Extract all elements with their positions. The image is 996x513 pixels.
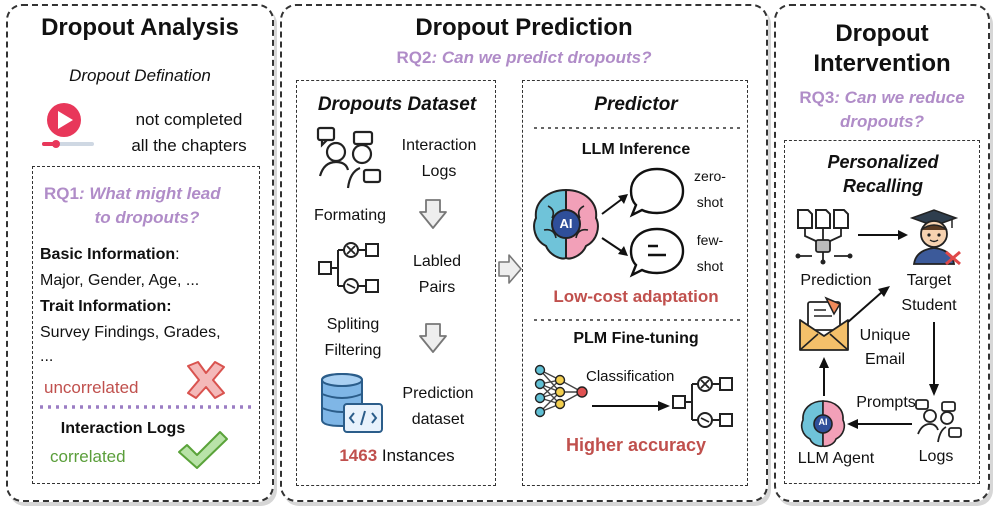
labled-text-2: Pairs bbox=[418, 279, 456, 296]
prediction-title: Dropout Prediction bbox=[415, 14, 633, 41]
chat-people-icon bbox=[316, 126, 382, 189]
filtering-label: Filtering bbox=[324, 342, 382, 359]
logs-chat-icon bbox=[915, 399, 962, 443]
neural-network-icon bbox=[534, 364, 588, 418]
definition-text-2: all the chapters bbox=[131, 136, 247, 155]
predictor-divider-2 bbox=[534, 319, 740, 321]
check-icon bbox=[178, 431, 228, 469]
basic-info-label: Basic Information bbox=[40, 246, 176, 263]
instances-label: Instances bbox=[377, 446, 455, 465]
recall-title-1: Personalized bbox=[827, 152, 939, 172]
rq1-question: : What might lead bbox=[78, 184, 221, 203]
llm-agent-brain-icon bbox=[800, 400, 846, 448]
interaction-logs-label: Interaction Logs bbox=[60, 420, 186, 437]
rq1-label: RQ1 bbox=[44, 184, 79, 203]
logs-label: Logs bbox=[918, 448, 954, 465]
rq3-label: RQ3 bbox=[799, 88, 835, 107]
intervention-title-1: Dropout bbox=[835, 20, 929, 47]
plm-finetuning-label: PLM Fine-tuning bbox=[573, 330, 699, 347]
predictor-box bbox=[522, 80, 748, 486]
arrow-prediction-to-student bbox=[858, 230, 908, 240]
rq1-line-1: RQ1: What might lead bbox=[44, 184, 258, 204]
labled-text-1: Labled bbox=[412, 253, 462, 270]
down-arrow-2-icon bbox=[419, 323, 447, 353]
definition-text-1: not completed bbox=[135, 110, 243, 129]
right-arrow-icon bbox=[498, 254, 522, 284]
trait-info-items: Survey Findings, Grades, bbox=[40, 324, 221, 341]
prediction-docs-icon bbox=[795, 209, 853, 265]
few-shot-text-1: few- bbox=[696, 232, 724, 248]
inference-arrows bbox=[601, 194, 628, 256]
instances-count: 1463 bbox=[339, 446, 378, 465]
spliting-label: Spliting bbox=[326, 316, 380, 333]
classification-arrow bbox=[592, 401, 670, 411]
rq1-box bbox=[32, 166, 260, 484]
interaction-text-1: Interaction bbox=[401, 137, 477, 154]
llm-agent-label: LLM Agent bbox=[797, 450, 875, 467]
instances-line: 1463 Instances bbox=[296, 446, 498, 466]
divider-line bbox=[40, 405, 254, 409]
target-text-2: Student bbox=[901, 297, 957, 314]
dataset-title: Dropouts Dataset bbox=[317, 94, 477, 115]
higher-accuracy-label: Higher accuracy bbox=[565, 435, 707, 455]
formating-label: Formating bbox=[314, 207, 387, 224]
prompts-label: Prompts bbox=[856, 394, 916, 411]
arrow-logs-to-agent bbox=[847, 419, 912, 429]
analysis-title: Dropout Analysis bbox=[41, 14, 239, 41]
recall-title-2: Recalling bbox=[842, 176, 924, 196]
basic-info: Basic Information: bbox=[40, 246, 180, 264]
ai-badge-label: AI bbox=[559, 216, 573, 231]
zero-shot-text-1: zero- bbox=[694, 168, 726, 184]
arrow-agent-to-email bbox=[819, 357, 829, 396]
unique-text-1: Unique bbox=[859, 327, 911, 344]
trait-info-more: ... bbox=[40, 348, 54, 365]
video-play-icon bbox=[42, 103, 94, 148]
low-cost-label: Low-cost adaptation bbox=[553, 287, 719, 306]
predictor-title: Predictor bbox=[594, 94, 678, 115]
intervention-title-2: Intervention bbox=[813, 50, 951, 77]
rq2-question: RQ2: Can we predict dropouts? bbox=[280, 48, 768, 68]
correlated-label: correlated bbox=[50, 447, 126, 466]
interaction-text-2: Logs bbox=[421, 163, 457, 180]
arrow-student-to-logs bbox=[929, 322, 939, 396]
few-shot-text-2: shot bbox=[696, 258, 724, 274]
down-arrow-1-icon bbox=[419, 199, 447, 229]
target-text-1: Target bbox=[906, 272, 952, 289]
rq3-line-2: dropouts? bbox=[839, 112, 925, 131]
definition-heading: Dropout Defination bbox=[69, 66, 211, 85]
prediction-dataset-text-1: Prediction bbox=[402, 385, 474, 402]
email-icon bbox=[799, 296, 849, 351]
rq1-line-2: to dropouts? bbox=[94, 208, 200, 227]
prediction-dataset-text-2: dataset bbox=[411, 411, 465, 428]
flowchart-icon bbox=[318, 242, 379, 294]
rq2-label: RQ2 bbox=[396, 48, 432, 67]
few-shot-bubble-icon bbox=[629, 227, 685, 278]
output-flowchart-icon bbox=[672, 376, 733, 428]
arrow-email-to-student bbox=[847, 286, 890, 323]
rq2-text: : Can we predict dropouts? bbox=[431, 48, 652, 67]
target-student-icon bbox=[909, 209, 961, 266]
rq3-question: : Can we reduce bbox=[834, 88, 965, 107]
ai-brain-icon bbox=[533, 188, 599, 260]
llm-agent-ai-badge: AI bbox=[818, 417, 828, 427]
predictor-divider-1 bbox=[534, 127, 740, 129]
rq3-line-1: RQ3: Can we reduce bbox=[774, 88, 990, 108]
unique-text-2: Email bbox=[864, 351, 905, 368]
cross-icon bbox=[187, 361, 225, 399]
classification-label: Classification bbox=[586, 368, 675, 385]
basic-info-colon: : bbox=[175, 246, 180, 263]
uncorrelated-label: uncorrelated bbox=[44, 378, 139, 397]
zero-shot-bubble-icon bbox=[629, 167, 685, 218]
llm-inference-label: LLM Inference bbox=[581, 141, 691, 158]
zero-shot-text-2: shot bbox=[696, 194, 724, 210]
database-icon bbox=[321, 372, 383, 433]
intervention-prediction-label: Prediction bbox=[800, 272, 872, 289]
trait-info-label: Trait Information: bbox=[40, 298, 172, 315]
basic-info-items: Major, Gender, Age, ... bbox=[40, 272, 200, 289]
